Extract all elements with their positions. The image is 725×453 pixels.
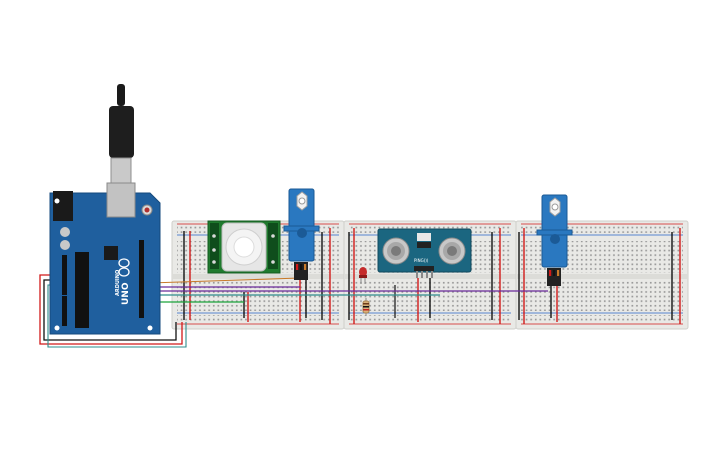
infinity-logo (118, 258, 130, 277)
servo-motor-2 (536, 194, 573, 286)
breadboard-jumpers (183, 228, 681, 324)
resistor (362, 298, 370, 316)
red-led (359, 267, 367, 284)
ultrasonic-sensor: PING))) (377, 228, 472, 278)
ultrasonic-label: PING))) (414, 258, 429, 263)
pir-sensor (207, 220, 281, 274)
servo-motor-1 (283, 188, 320, 280)
arduino-uno: ARDUINO UNO (49, 182, 161, 335)
arduino-brand: ARDUINO (115, 270, 121, 296)
arduino-model: UNO (121, 282, 131, 305)
